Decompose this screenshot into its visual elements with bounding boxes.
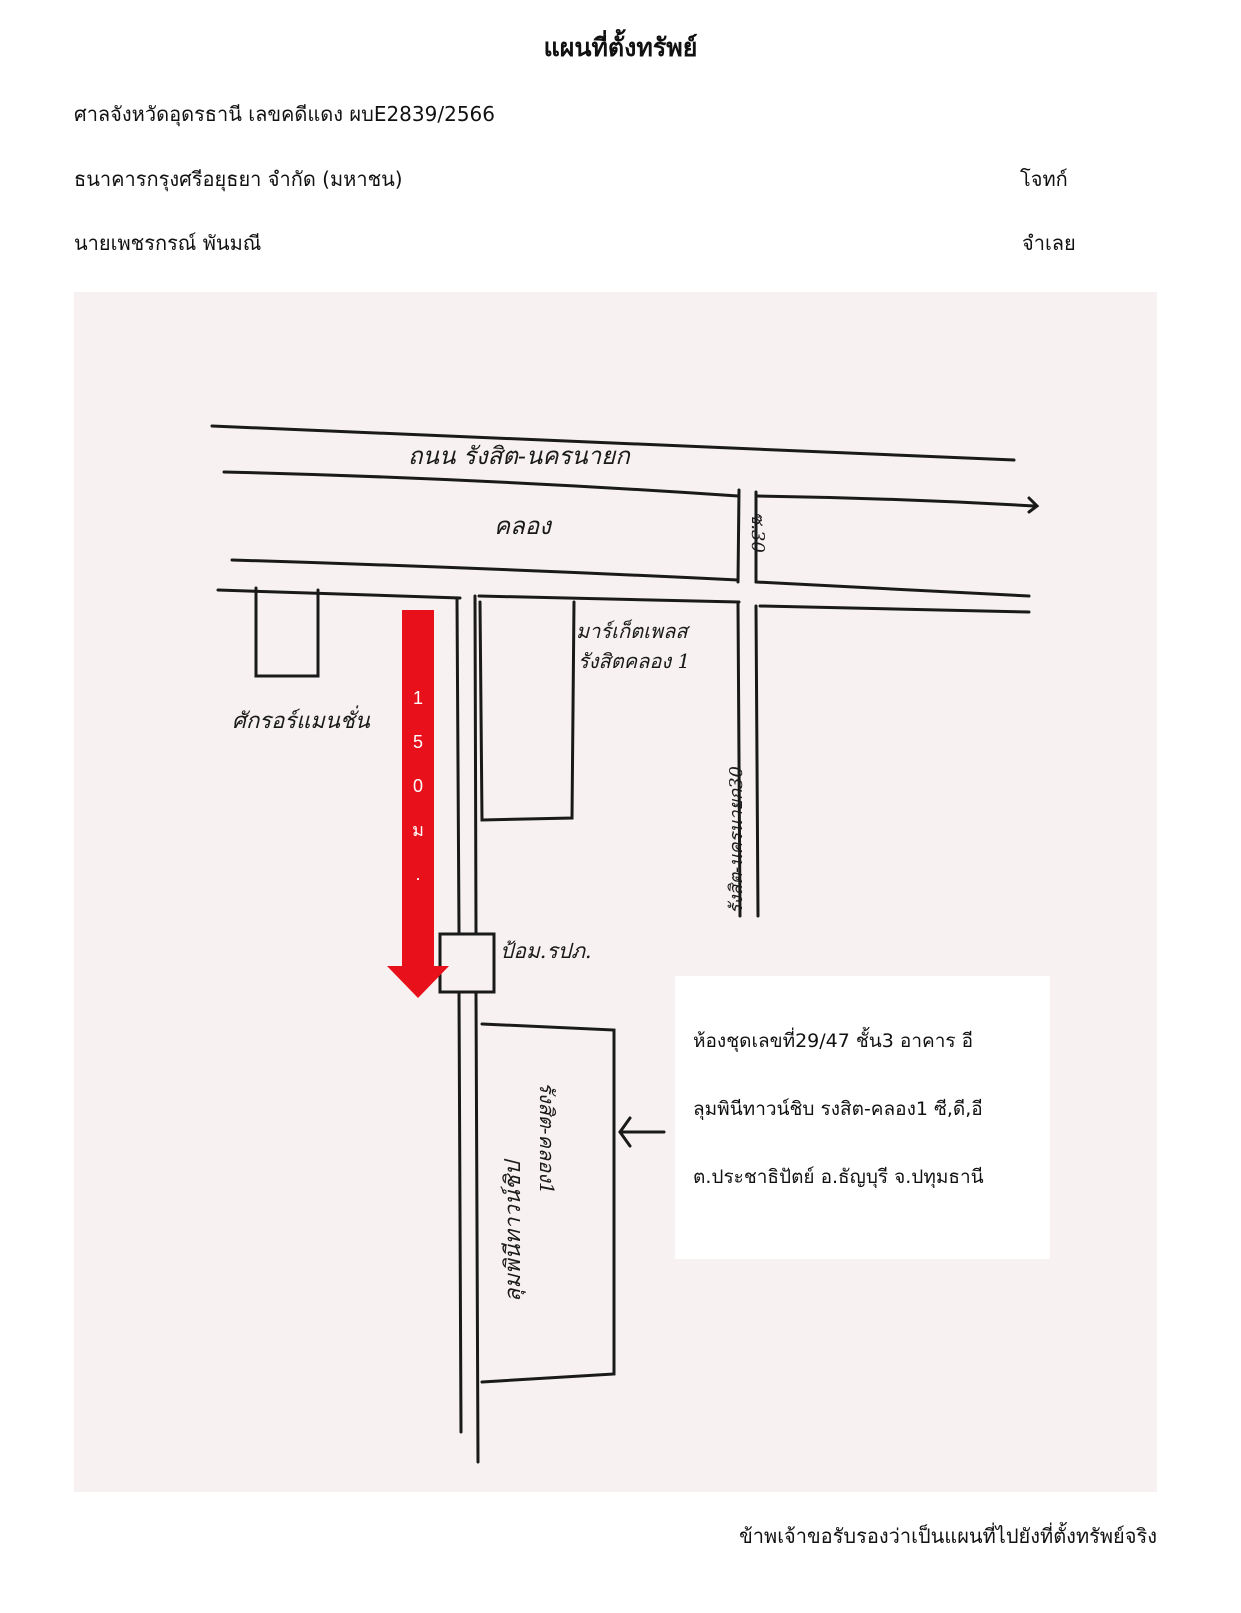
- police-box: [438, 932, 496, 994]
- distance-arrow-shaft: [402, 610, 434, 966]
- market-sub-label: รังสิตคลอง 1: [578, 649, 690, 673]
- plaintiff-name: ธนาคารกรุงศรีอยุธยา จำกัด (มหาชน): [74, 167, 403, 191]
- distance-digit-3: 0: [413, 776, 423, 796]
- condo-label: ลุมพินีทาวน์ชิป: [500, 1158, 526, 1302]
- mansion-label: ศักรอร์แมนชั่น: [232, 705, 371, 734]
- condo-sub-label: รังสิต-คลอง1: [535, 1082, 559, 1195]
- property-info-line-2: ลุมพินีทาวน์ชิบ รงสิต-คลอง1 ซี,ดี,อี: [693, 1098, 983, 1120]
- condo-building: [480, 1022, 616, 1384]
- soi-30-label: ซ.30: [747, 512, 768, 553]
- canal-lower-edge-right: [754, 580, 1031, 598]
- access-lane-right-lower: [474, 990, 480, 1464]
- access-lane-left: [455, 596, 461, 934]
- certification-statement: ข้าพเจ้าขอรับรองว่าเป็นแผนที่ไปยังที่ตั้…: [739, 1524, 1157, 1548]
- distance-arrow-head: [387, 966, 449, 998]
- canal-label: คลอง: [494, 512, 553, 540]
- road-end-tick: [1027, 496, 1040, 514]
- distance-digit-1: 1: [413, 688, 423, 708]
- side-road-label: รังสิต-นครนายก30: [726, 766, 747, 914]
- pointer-arrow-head: [618, 1116, 632, 1148]
- defendant-role: จำเลย: [1022, 231, 1076, 255]
- defendant-name: นายเพชรกรณ์ พันมณี: [74, 231, 262, 255]
- frontage-road-mid: [477, 594, 741, 604]
- frontage-road-left: [216, 588, 462, 600]
- canal-lower-edge: [230, 558, 740, 582]
- soi-30-left-line: [736, 488, 741, 584]
- main-road-bottom-edge: [222, 470, 740, 498]
- police-box-label: ป้อม.รปภ.: [500, 939, 592, 963]
- frontage-road-right: [758, 604, 1031, 614]
- mansion-building: [254, 586, 320, 678]
- hand-drawn-map: ถนน รังสิต-นครนายก คลอง ซ.30 มาร์เก็ตเพล…: [210, 424, 1040, 1464]
- page-title: แผนที่ตั้งทรัพย์: [543, 33, 698, 62]
- main-road-label: ถนน รังสิต-นครนายก: [408, 442, 631, 470]
- distance-arrow: 1 5 0 ม .: [387, 610, 449, 998]
- property-info-box: ห้องชุดเลขที่29/47 ชั้น3 อาคาร อี ลุมพิน…: [675, 976, 1050, 1259]
- court-case-line: ศาลจังหวัดอุดรธานี เลขคดีแดง ผบE2839/256…: [74, 102, 495, 126]
- distance-digit-4: ม: [412, 820, 424, 840]
- distance-digit-5: .: [415, 864, 420, 884]
- location-map: ถนน รังสิต-นครนายก คลอง ซ.30 มาร์เก็ตเพล…: [74, 292, 1157, 1492]
- market-building: [478, 600, 576, 822]
- plaintiff-role: โจทก์: [1020, 167, 1068, 191]
- distance-digit-2: 5: [413, 732, 423, 752]
- side-road-right-line: [754, 604, 760, 918]
- main-road-top-edge: [210, 424, 1016, 462]
- access-lane-left-lower: [457, 990, 463, 1434]
- main-road-bottom-edge-right: [755, 494, 1036, 508]
- access-lane-right: [473, 594, 478, 934]
- side-road-left-line: [736, 602, 742, 918]
- property-info-line-1: ห้องชุดเลขที่29/47 ชั้น3 อาคาร อี: [693, 1030, 974, 1052]
- market-label: มาร์เก็ตเพลส: [576, 619, 690, 643]
- property-info-line-3: ต.ประชาธิปัตย์ อ.ธัญบุรี จ.ปทุมธานี: [693, 1166, 984, 1188]
